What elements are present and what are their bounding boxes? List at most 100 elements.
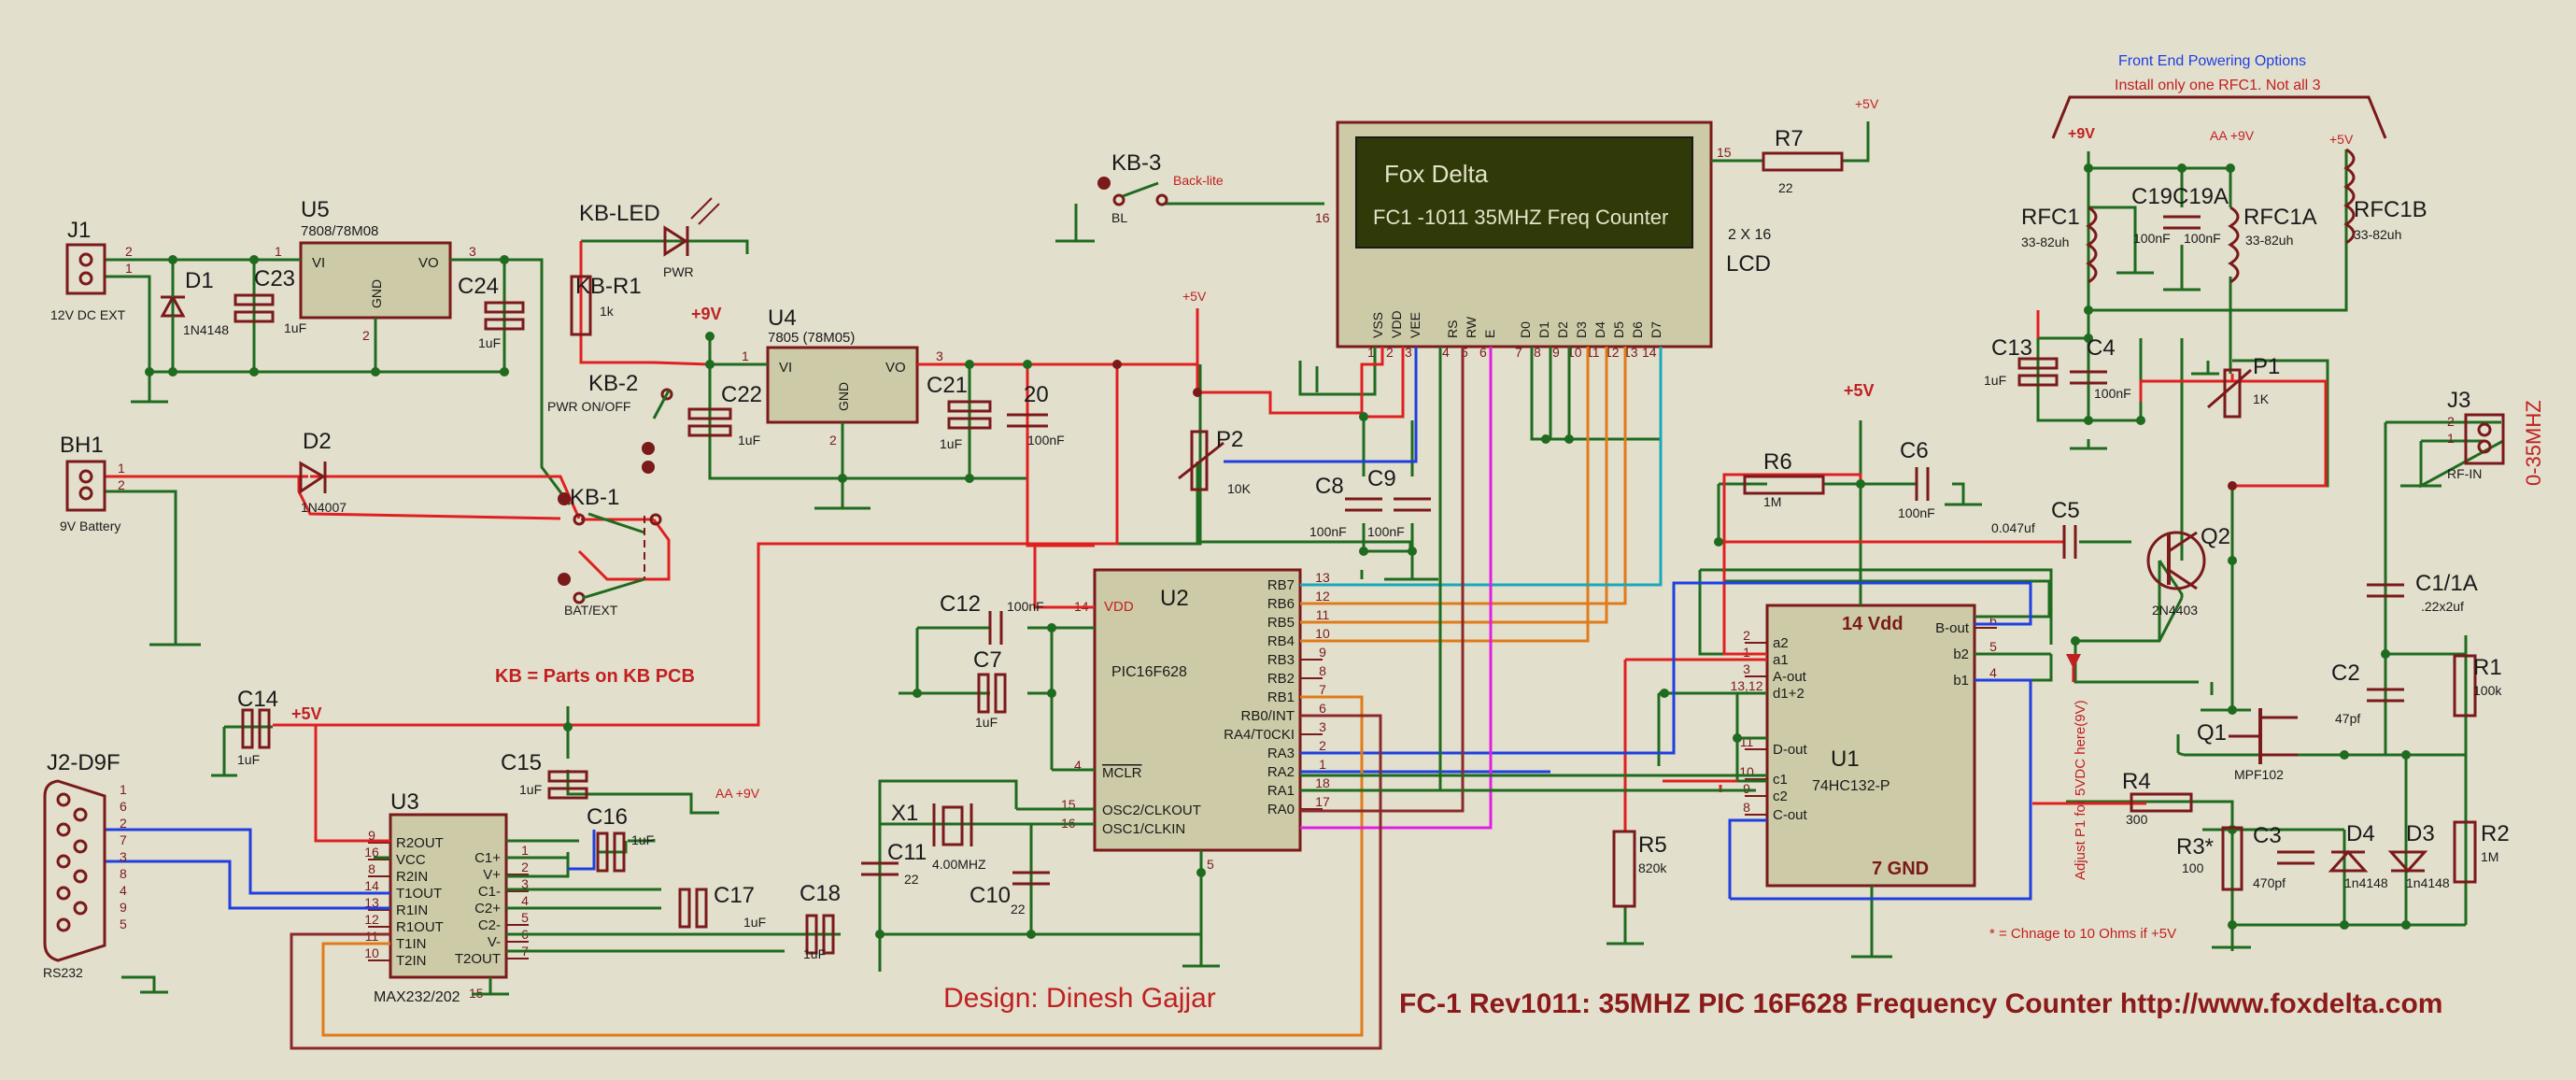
- lcd-module: Fox Delta FC1 -1011 35MHZ Freq Counter 2…: [1315, 121, 1771, 360]
- pin-label: C2-: [478, 917, 501, 933]
- c10-value: 22: [1011, 902, 1026, 917]
- u1-ref: U1: [1831, 746, 1860, 772]
- lcd-pin-d6: D6: [1630, 321, 1645, 338]
- lcd-pnum-1: 1: [1367, 345, 1375, 360]
- pin-number: 3: [521, 876, 529, 891]
- j2-pin3: 3: [120, 849, 127, 864]
- lcd-pin-d0: D0: [1518, 321, 1533, 338]
- j2-pin6: 6: [120, 799, 127, 814]
- pin-label: C-out: [1773, 807, 1808, 823]
- bat-ext-label: BAT/EXT: [564, 603, 618, 618]
- c19-ref: C19: [2131, 184, 2173, 209]
- lcd-pnum-10: 10: [1567, 345, 1582, 360]
- j2-pin4: 4: [120, 883, 127, 898]
- pin-label: b1: [1953, 673, 1969, 689]
- r7-ref: R7: [1775, 126, 1804, 151]
- rail-5v-u1: +5V: [1844, 381, 1875, 400]
- rfc1b-value: 33-82uh: [2354, 227, 2401, 242]
- pin-label: RA4/T0CKI: [1224, 727, 1295, 743]
- pin-label: RB1: [1267, 689, 1295, 705]
- c17-value: 1uF: [743, 915, 766, 930]
- pin-number: 2: [1743, 628, 1750, 643]
- pin-number: 1: [1319, 757, 1326, 772]
- pin-label: RA1: [1267, 783, 1295, 799]
- q1-value: MPF102: [2234, 767, 2284, 782]
- c7-ref: C7: [973, 647, 1002, 673]
- d1-value: 1N4148: [183, 322, 229, 337]
- pin-number: 12: [364, 912, 379, 927]
- rail-9v-rfc1: +9V: [2068, 126, 2095, 142]
- lcd-pin-d4: D4: [1592, 321, 1607, 338]
- lcd-pin16: 16: [1315, 210, 1330, 225]
- c6-value: 100nF: [1898, 505, 1935, 520]
- pin-label: B-out: [1935, 620, 1970, 636]
- c18-value: 1uF: [803, 946, 826, 961]
- pin-number: 3: [1743, 661, 1750, 676]
- pin-number: 10: [364, 945, 379, 960]
- c23-ref: C23: [254, 266, 295, 291]
- wires-orange: [321, 347, 1627, 1037]
- u2-part: PIC16F628: [1111, 664, 1187, 680]
- bh1-ref: BH1: [60, 433, 104, 458]
- u5-gnd: GND: [369, 279, 384, 308]
- pin-label: b2: [1953, 647, 1969, 662]
- c22-value: 1uF: [738, 433, 760, 448]
- q2-ref: Q2: [2201, 524, 2230, 549]
- rail-aa9v-u3: AA +9V: [715, 786, 760, 801]
- rfc1b-ref: RFC1B: [2354, 197, 2427, 222]
- c6-ref: C6: [1900, 438, 1929, 463]
- rail-5v-r7: +5V: [1855, 96, 1879, 111]
- pin-number: 7: [1319, 682, 1326, 697]
- j2-pin2: 2: [120, 816, 127, 831]
- u1-gnd: 7 GND: [1872, 859, 1929, 879]
- u3-part: MAX232/202: [374, 989, 460, 1005]
- lcd-pin-rw: RW: [1464, 316, 1479, 338]
- lcd-pin-rs: RS: [1445, 320, 1460, 338]
- pin-number: 10: [1315, 626, 1330, 641]
- r5-value: 820k: [1638, 860, 1667, 875]
- c12-ref: C12: [940, 591, 981, 617]
- u2-osc1-label: OSC1/CLKIN: [1102, 821, 1185, 837]
- c21-ref: C21: [927, 373, 968, 398]
- lcd-pnum-12: 12: [1605, 345, 1620, 360]
- r2-ref: R2: [2481, 821, 2510, 846]
- c7-value: 1uF: [975, 715, 998, 730]
- lcd-pin-vee: VEE: [1408, 312, 1422, 338]
- pin-label: T1OUT: [396, 886, 442, 902]
- u2-osc2-label: OSC2/CLKOUT: [1102, 803, 1201, 818]
- pin-label: RB2: [1267, 671, 1295, 687]
- c3-ref: C3: [2253, 823, 2282, 848]
- lcd-name: LCD: [1726, 251, 1771, 277]
- c10-ref: C10: [970, 883, 1011, 908]
- u2-mclr-label: MCLR: [1102, 765, 1142, 781]
- rfc1-ref: RFC1: [2021, 205, 2080, 230]
- p2-ref: P2: [1216, 427, 1243, 452]
- lcd-pnum-5: 5: [1461, 345, 1468, 360]
- j1-label: 12V DC EXT: [50, 307, 126, 322]
- lcd-pnum-3: 3: [1405, 345, 1412, 360]
- pin-number: 13: [1315, 570, 1330, 585]
- lcd-pin-d7: D7: [1649, 321, 1663, 338]
- c20-value: 100nF: [1027, 433, 1065, 448]
- c19-value: 100nF: [2133, 231, 2171, 246]
- r3-note: * = Chnage to 10 Ohms if +5V: [1989, 926, 2176, 942]
- j2-pin5: 5: [120, 917, 127, 931]
- u2-mclr-num: 4: [1074, 758, 1082, 773]
- c20-ref: 20: [1024, 382, 1049, 407]
- adjust-note: Adjust P1 for 5VDC here(9V): [2073, 700, 2088, 880]
- d3-ref: D3: [2406, 821, 2435, 846]
- j1-p2: 2: [125, 244, 133, 259]
- pin-label: RA0: [1267, 802, 1295, 817]
- lcd-pin-d5: D5: [1611, 321, 1626, 338]
- rail-5v-u3: +5V: [291, 704, 322, 723]
- pin-label: R2IN: [396, 869, 428, 885]
- u2-pic16f628: U2 PIC16F628 VDD 14 MCLR 4 OSC2/CLKOUT 1…: [1061, 568, 1330, 872]
- j3-range: 0-35MHZ: [2522, 400, 2545, 486]
- c11-value: 22: [904, 872, 919, 887]
- c9-ref: C9: [1367, 466, 1396, 491]
- pin-label: RB0/INT: [1240, 708, 1295, 724]
- rfc1-value: 33-82uh: [2021, 234, 2069, 249]
- lcd-pin15: 15: [1717, 145, 1732, 160]
- u1-left-pins: a22a11A-out3d1+213,12D-out11c110c29C-out…: [1730, 628, 1807, 823]
